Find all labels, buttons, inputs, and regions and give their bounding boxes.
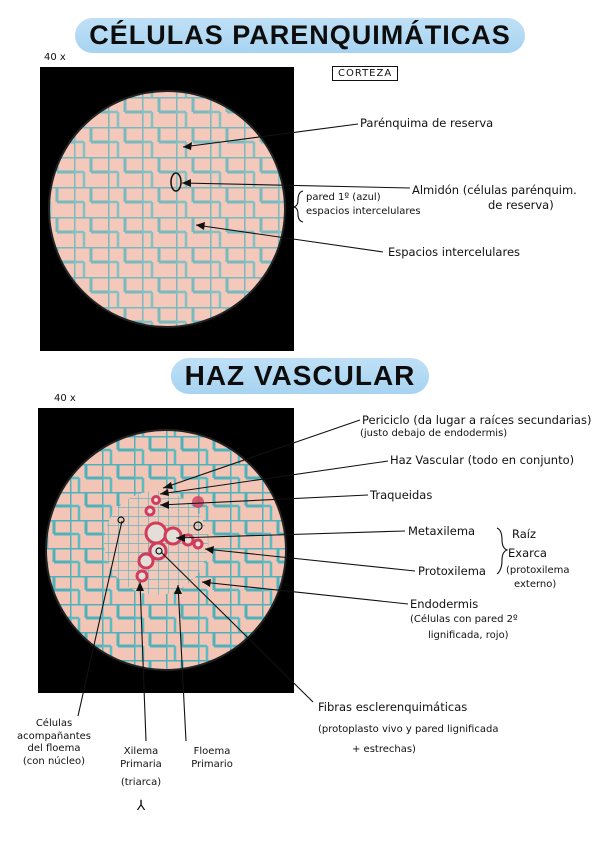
label-celulas-4: (con núcleo)	[22, 755, 86, 767]
micrograph-haz-vascular-image	[38, 408, 294, 693]
section1-title-wrap: CÉLULAS PARENQUIMÁTICAS	[0, 18, 600, 53]
label-espacios-intercelulares: Espacios intercelulares	[388, 245, 521, 259]
label-protoxilema: Protoxilema	[418, 564, 486, 578]
section2-title-wrap: HAZ VASCULAR	[0, 358, 600, 394]
label-fibras-1: Fibras esclerenquimáticas	[318, 700, 468, 714]
label-periciclo-2: (justo debajo de endodermis)	[360, 428, 508, 439]
section2-title: HAZ VASCULAR	[170, 358, 430, 394]
label-xilema-3: (triarca)	[120, 777, 162, 788]
micrograph-corteza-image	[40, 67, 294, 351]
label-endodermis-3: lignificada, rojo)	[428, 630, 509, 641]
label-floema-1: Floema	[193, 746, 231, 757]
label-raiz-protoxilema: (protoxilema	[506, 565, 570, 576]
label-espacios-brace: espacios intercelulares	[306, 206, 421, 217]
label-floema-primario: Floema Primario	[180, 746, 244, 771]
label-almidon-2: de reserva)	[488, 198, 554, 212]
brace-section1	[293, 190, 304, 223]
label-raiz: Raíz	[512, 527, 537, 541]
section1-magnification: 40 x	[44, 52, 66, 63]
label-parenquima-reserva: Parénquima de reserva	[360, 116, 494, 130]
label-xilema-2: Primaria	[120, 758, 162, 770]
label-celulas-acompanantes: Células acompañantes del floema (con núc…	[14, 718, 94, 768]
label-fibras-2: (protoplasto vivo y pared lignificada	[318, 724, 499, 735]
label-endodermis-2: (Células con pared 2º	[410, 614, 518, 625]
label-metaxilema: Metaxilema	[408, 524, 476, 538]
label-celulas-1: Células	[35, 718, 73, 729]
section2-magnification: 40 x	[54, 393, 76, 404]
label-celulas-3: del floema	[27, 743, 81, 754]
label-xilema-1: Xilema	[123, 746, 159, 757]
section1-title: CÉLULAS PARENQUIMÁTICAS	[75, 18, 525, 53]
label-exarca: Exarca	[508, 546, 547, 560]
label-floema-2: Primario	[191, 758, 233, 770]
label-fibras-3: + estrechas)	[352, 744, 416, 755]
micrograph-corteza	[40, 67, 294, 351]
label-pared-1: pared 1º (azul)	[306, 192, 381, 203]
label-celulas-2: acompañantes	[16, 730, 92, 742]
label-haz-vascular: Haz Vascular (todo en conjunto)	[390, 453, 575, 467]
corteza-tag: CORTEZA	[332, 66, 399, 81]
label-periciclo-1: Periciclo (da lugar a raíces secundarias…	[362, 413, 592, 427]
label-endodermis-1: Endodermis	[410, 597, 479, 611]
label-raiz-externo: externo)	[514, 579, 557, 590]
label-xilema-primaria: Xilema Primaria (triarca) ⅄	[108, 746, 174, 815]
micrograph-haz-vascular	[38, 408, 294, 693]
triarca-symbol: ⅄	[136, 797, 146, 814]
label-almidon-1: Almidón (células parénquim.	[412, 183, 577, 197]
label-traqueidas: Traqueidas	[370, 488, 433, 502]
